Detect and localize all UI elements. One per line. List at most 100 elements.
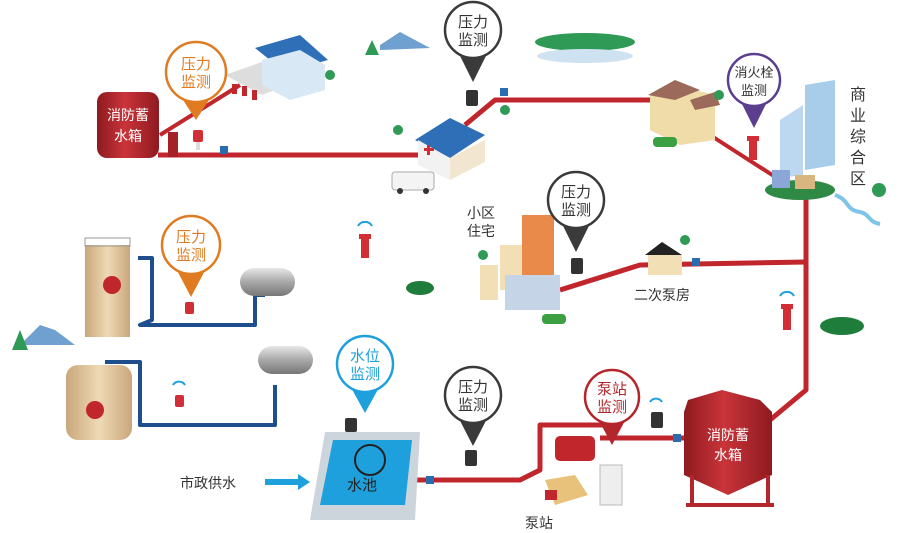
commercial-zone-buildings [765, 80, 835, 200]
marker-circle [726, 52, 782, 108]
pipe-residential-branch [559, 259, 807, 293]
pump-station-label: 泵站 [525, 516, 553, 532]
level-sensor-cable [354, 444, 386, 476]
marker-label-line2: 监测 [350, 365, 380, 383]
fire-hydrant-center [357, 220, 373, 258]
wifi-icon [649, 397, 663, 403]
marker-circle [546, 170, 606, 230]
fire-storage-tank-bottom-right: 消防蓄 水箱 [684, 390, 774, 507]
marker-pointer [560, 221, 592, 252]
marker-label-line1: 压力 [458, 378, 488, 396]
hazard-skull-icon [103, 276, 121, 294]
pump-station-building [545, 475, 588, 505]
water-pool: 水池 [310, 418, 420, 520]
marker-label-line1: 水位 [350, 347, 380, 365]
marker-label-line2: 监测 [181, 73, 211, 91]
gas-cylinder-upper [240, 268, 295, 296]
pool-label: 水池 [347, 476, 377, 494]
gas-cylinder-lower [258, 346, 313, 374]
car-green [653, 137, 677, 147]
valve-icon [673, 434, 681, 442]
valve-icon [426, 476, 434, 484]
marker-label-line2: 监测 [597, 398, 627, 416]
valve-icon [500, 88, 508, 96]
marker-label-line1: 泵站 [597, 380, 627, 398]
marker-pointer [457, 51, 489, 82]
pressure-sensor-chemical-lower [172, 380, 186, 407]
tank-label-line2: 水箱 [714, 448, 742, 464]
level-sensor-icon [345, 418, 357, 432]
marker-label-line1: 压力 [176, 228, 206, 246]
chemical-tank-upper [84, 237, 131, 337]
municipal-supply-label: 市政供水 [180, 475, 236, 492]
fire-hydrant-right [779, 290, 795, 330]
marker-label-line1: 压力 [458, 13, 488, 31]
marker-circle [335, 334, 395, 394]
ambulance [391, 171, 435, 194]
fire-pipes [158, 83, 809, 483]
marker-pointer [739, 99, 769, 128]
gas-station-building [225, 35, 328, 100]
marker-label-line1: 压力 [561, 183, 591, 201]
pressure-sensor-top-left [193, 130, 203, 150]
wifi-icon [172, 380, 186, 386]
secondary-pump-room-label: 二次泵房 [634, 288, 690, 304]
marker-label-line2: 监测 [458, 396, 488, 414]
residential-label: 小区 住宅 [467, 206, 499, 240]
tank-label-line2: 水箱 [114, 129, 142, 145]
marker-circle [583, 368, 641, 426]
tank-label-line1: 消防蓄 [707, 428, 749, 444]
wifi-icon [357, 220, 373, 227]
pressure-sensor-bottom [465, 450, 477, 466]
marker-pointer [175, 266, 207, 297]
pressure-sensor-residential [571, 258, 583, 274]
fire-storage-tank-top-left: 消防蓄 水箱 [97, 92, 178, 158]
arrow-right-icon [298, 474, 310, 490]
marker-circle [443, 0, 503, 60]
marker-circle [443, 365, 503, 425]
pressure-sensor-chemical-upper [185, 302, 194, 314]
marker-pointer [457, 416, 489, 446]
tank-label-line1: 消防蓄 [107, 108, 149, 124]
mountain-scenery-top [380, 32, 635, 63]
pressure-sensor-pump [651, 412, 663, 428]
pipe-chem-lower [105, 360, 277, 427]
mountain-scenery-left [12, 325, 75, 350]
commercial-zone-label: 商 业 综 合 区 [850, 85, 871, 188]
residential-buildings [480, 215, 560, 310]
pump-control-cabinet [599, 464, 623, 506]
car-green-residential [542, 314, 566, 324]
river [834, 193, 881, 226]
marker-label-line1: 消火栓 [734, 66, 773, 81]
valve-icon [692, 258, 700, 266]
bushes [406, 281, 864, 335]
marker-label-line2: 监测 [458, 31, 488, 49]
chemical-tank-lower [66, 365, 132, 440]
hazard-skull-icon [86, 401, 104, 419]
hospital-building [415, 118, 485, 180]
pump-icon [168, 132, 178, 157]
pressure-sensor-top-center [466, 90, 478, 106]
wifi-icon [779, 290, 795, 297]
marker-label-line2: 监测 [741, 84, 767, 99]
pipe-pool-to-pump [415, 422, 610, 483]
pipe-right-vertical [768, 195, 809, 422]
school-building [648, 80, 720, 145]
pipe-school-to-commercial [708, 133, 782, 182]
marker-label-line2: 监测 [176, 246, 206, 264]
marker-label-line2: 监测 [561, 201, 591, 219]
marker-circle [160, 214, 222, 276]
secondary-pump-house [645, 242, 682, 275]
pipe-hospital-to-school [463, 97, 660, 127]
marker-circle [164, 40, 228, 104]
marker-label-line1: 压力 [181, 55, 211, 73]
